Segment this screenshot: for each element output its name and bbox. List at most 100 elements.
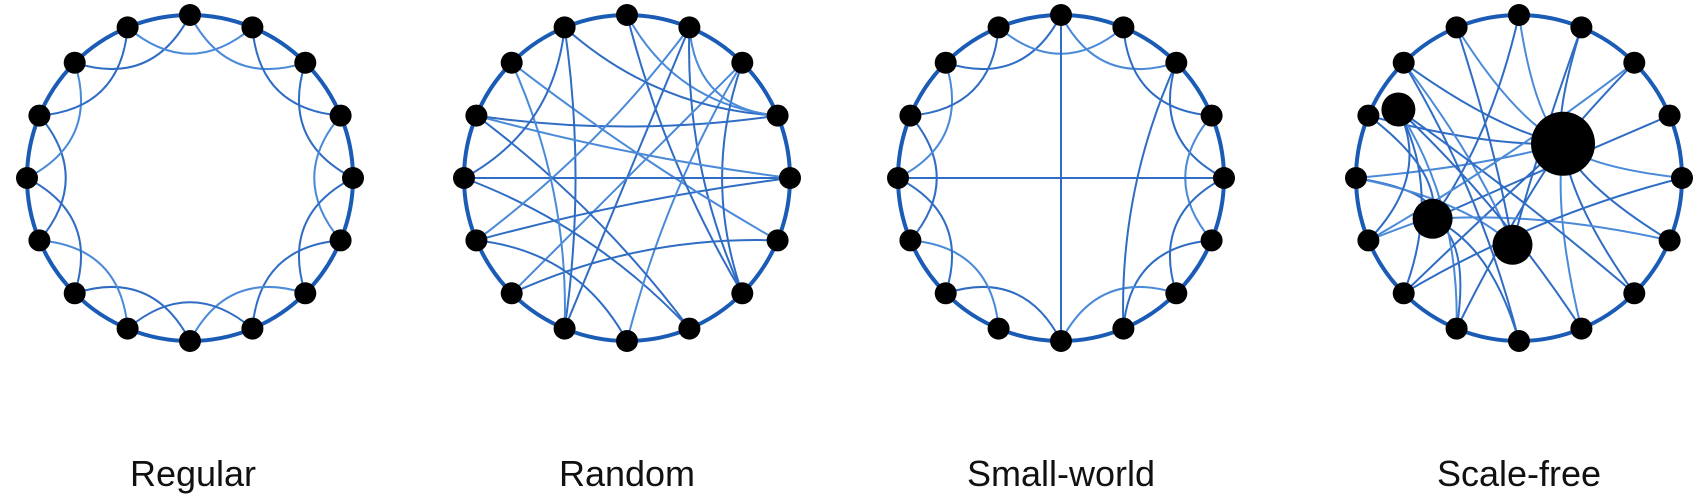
network-node [731, 282, 754, 305]
scale-free-network-panel [1345, 4, 1693, 352]
network-node [766, 229, 789, 252]
network-edge [626, 14, 778, 117]
network-edge [1060, 286, 1177, 342]
network-node [294, 51, 317, 74]
network-edge [1403, 177, 1683, 295]
network-node [16, 167, 38, 189]
network-edge [510, 62, 566, 329]
network-node [934, 51, 957, 74]
network-node [1671, 167, 1693, 189]
regular-network-panel [16, 4, 364, 352]
network-node [465, 229, 488, 252]
network-edge [26, 62, 82, 179]
network-node [241, 317, 264, 340]
network-edge [476, 239, 628, 342]
network-node [1392, 282, 1415, 305]
network-node [1200, 104, 1223, 127]
network-edge [298, 177, 354, 294]
network-edge [26, 177, 82, 294]
network-node [1357, 229, 1380, 252]
network-edge [476, 114, 791, 179]
network-edge [74, 286, 191, 342]
network-node [500, 282, 523, 305]
network-edge [1122, 239, 1212, 329]
network-node [1508, 4, 1530, 26]
network-node [1345, 167, 1367, 189]
network-node [63, 282, 86, 305]
network-node [1357, 104, 1380, 127]
network-node [616, 4, 638, 26]
network-edge [910, 239, 1000, 329]
small-world-label: Small-world [967, 453, 1155, 494]
network-node [1213, 167, 1235, 189]
hub-node [1381, 92, 1416, 127]
network-edge [476, 177, 791, 242]
network-edge [126, 301, 254, 330]
network-edge [511, 61, 779, 242]
network-node [766, 104, 789, 127]
network-edge [1455, 27, 1514, 245]
network-edge [251, 27, 341, 117]
network-node [934, 282, 957, 305]
network-node [116, 16, 139, 39]
network-node [1658, 104, 1681, 127]
network-edge [1122, 27, 1212, 117]
network-node [731, 51, 754, 74]
network-node [500, 51, 523, 74]
network-edge [1169, 62, 1225, 179]
network-node [987, 317, 1010, 340]
network-node [1570, 317, 1593, 340]
regular-label: Regular [130, 453, 256, 494]
network-node [553, 16, 576, 39]
network-node [1165, 51, 1188, 74]
network-edge [1397, 108, 1635, 295]
network-edge [1402, 62, 1514, 246]
network-edge [475, 114, 691, 330]
network-node [1165, 282, 1188, 305]
network-node [1200, 229, 1223, 252]
network-edge [1402, 62, 1520, 342]
network-node [1570, 16, 1593, 39]
network-node [678, 16, 701, 39]
network-node [779, 167, 801, 189]
network-edge [476, 114, 778, 128]
network-node [899, 104, 922, 127]
network-node [1050, 4, 1072, 26]
network-edge [39, 27, 129, 117]
hub-node [1412, 198, 1453, 239]
network-node [616, 330, 638, 352]
network-edge [1169, 177, 1225, 294]
network-node [329, 104, 352, 127]
random-label: Random [559, 453, 695, 494]
network-node [1658, 229, 1681, 252]
network-edge [721, 62, 744, 294]
network-node [1050, 330, 1072, 352]
network-node [294, 282, 317, 305]
network-edge [688, 27, 744, 294]
network-edge [897, 62, 953, 179]
network-edge [945, 286, 1062, 342]
network-edge [1397, 109, 1423, 294]
network-edge [1060, 14, 1177, 70]
network-node [1623, 51, 1646, 74]
network-edge [1431, 14, 1520, 220]
network-node [179, 4, 201, 26]
small-world-network-panel [887, 4, 1235, 352]
network-edge [313, 114, 342, 242]
network-edge [688, 27, 778, 117]
network-node [987, 16, 1010, 39]
hub-node [1531, 111, 1595, 176]
network-edge [626, 14, 744, 294]
network-edge [897, 177, 953, 294]
network-node [553, 317, 576, 340]
network-edge [38, 114, 67, 242]
network-edge [910, 27, 1000, 117]
network-edge [563, 26, 778, 117]
network-node [1112, 317, 1135, 340]
network-edge [189, 286, 306, 342]
network-node [678, 317, 701, 340]
network-node [1112, 16, 1135, 39]
network-node [28, 229, 51, 252]
network-node [899, 229, 922, 252]
network-edge [39, 239, 129, 329]
